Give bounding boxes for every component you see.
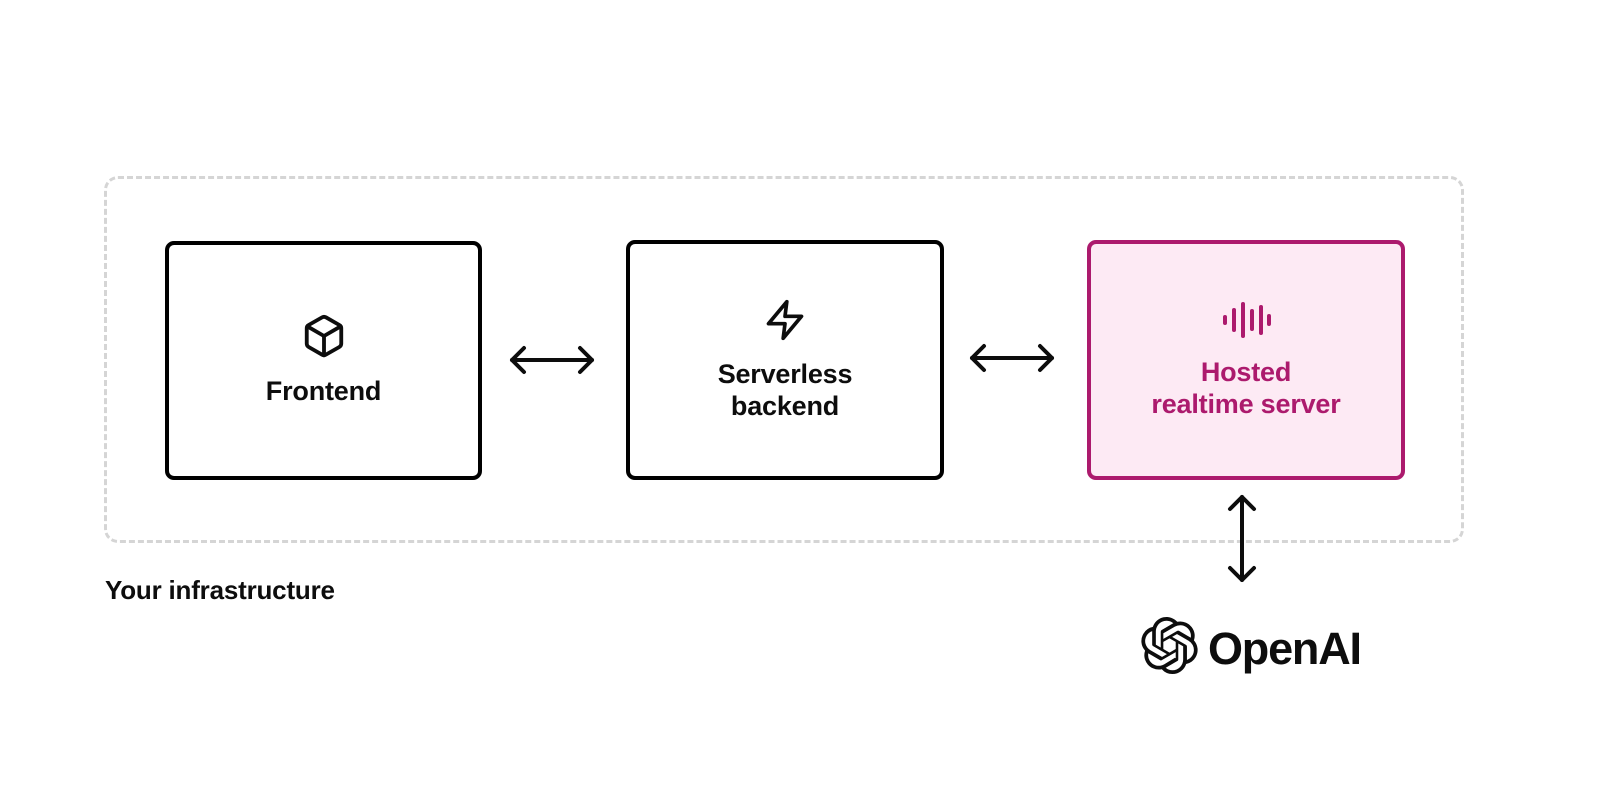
node-serverless-backend-label: Serverless backend <box>717 358 853 421</box>
node-hosted-realtime-server[interactable]: Hosted realtime server <box>1087 240 1405 480</box>
connector-realtime-openai <box>1220 489 1264 588</box>
node-hosted-realtime-server-label: Hosted realtime server <box>1151 356 1341 419</box>
your-infrastructure-boundary <box>104 176 1464 543</box>
audio-waveform-icon <box>1220 300 1272 340</box>
openai-lockup: OpenAI <box>1141 617 1362 679</box>
node-frontend-label: Frontend <box>265 376 382 407</box>
your-infrastructure-label: Your infrastructure <box>105 575 335 605</box>
node-serverless-backend[interactable]: Serverless backend <box>626 240 944 480</box>
cube-icon <box>301 313 347 359</box>
openai-wordmark: OpenAI <box>1208 622 1362 674</box>
openai-logo-icon <box>1141 617 1198 679</box>
node-frontend[interactable]: Frontend <box>165 241 482 480</box>
connector-backend-realtime <box>964 336 1060 380</box>
zap-icon <box>763 298 807 342</box>
connector-frontend-backend <box>504 338 600 382</box>
